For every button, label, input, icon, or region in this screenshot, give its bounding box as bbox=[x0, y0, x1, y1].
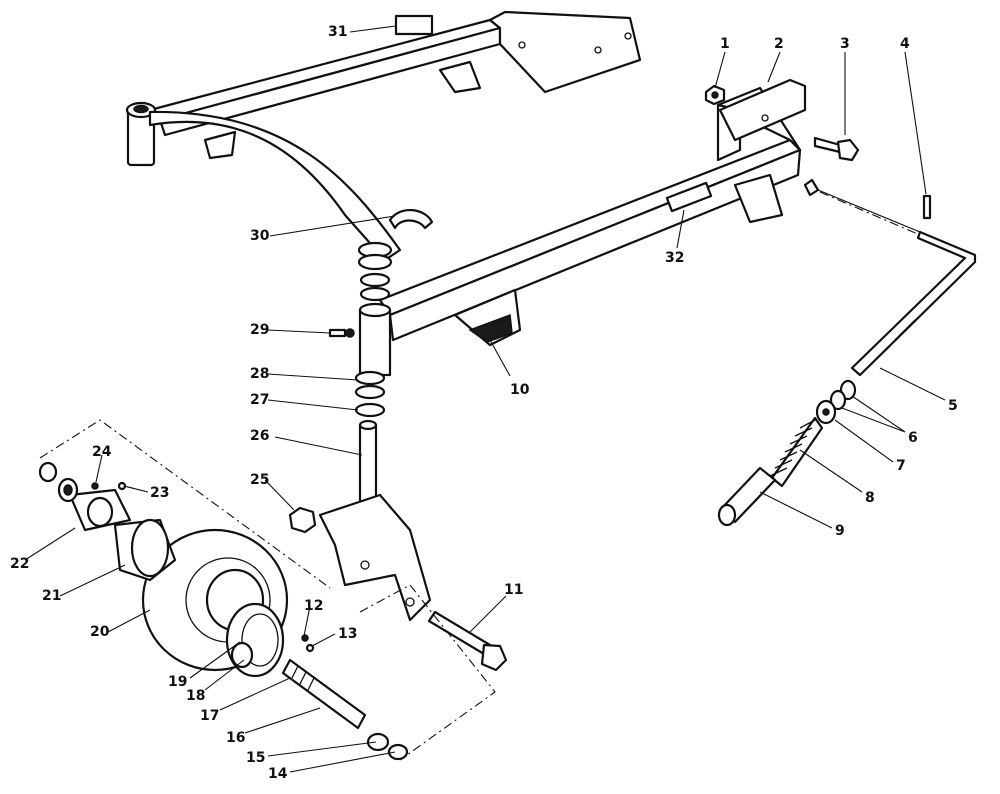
wheel-hub bbox=[113, 518, 177, 582]
callout-7: 7 bbox=[896, 458, 906, 474]
curved-arm bbox=[148, 110, 402, 262]
assembly-line-wheel bbox=[39, 419, 331, 589]
callout-21: 21 bbox=[42, 588, 61, 604]
callout-24: 24 bbox=[92, 444, 112, 460]
grease-zerk bbox=[328, 328, 355, 338]
callout-labels: 1 2 3 4 5 6 7 8 9 10 11 12 13 14 15 16 1… bbox=[10, 24, 958, 782]
callout-15: 15 bbox=[246, 750, 265, 766]
callout-2: 2 bbox=[774, 36, 784, 52]
callout-19: 19 bbox=[168, 674, 187, 690]
callout-12: 12 bbox=[304, 598, 323, 614]
bearing-flange bbox=[68, 488, 132, 532]
small-pin bbox=[301, 634, 315, 653]
callout-5: 5 bbox=[948, 398, 958, 414]
callout-10: 10 bbox=[510, 382, 530, 398]
callout-23: 23 bbox=[150, 485, 169, 501]
pivot-tube bbox=[125, 101, 157, 167]
assembly-line-axle bbox=[359, 584, 496, 761]
rear-frame-rail bbox=[148, 10, 642, 160]
callout-25: 25 bbox=[250, 472, 269, 488]
callout-9: 9 bbox=[835, 523, 845, 539]
callout-6: 6 bbox=[908, 430, 918, 446]
lock-nut bbox=[288, 506, 317, 534]
callout-30: 30 bbox=[250, 228, 270, 244]
bearing-cone bbox=[230, 641, 254, 669]
wheel-fork bbox=[318, 493, 432, 622]
mounting-bracket bbox=[718, 78, 807, 142]
grease-cap bbox=[388, 209, 434, 230]
callout-22: 22 bbox=[10, 556, 29, 572]
callout-16: 16 bbox=[226, 730, 245, 746]
dust-washer bbox=[38, 461, 58, 483]
assembly-line-rod bbox=[819, 191, 921, 236]
pivot-rod bbox=[803, 178, 977, 377]
callout-18: 18 bbox=[186, 688, 205, 704]
callout-29: 29 bbox=[250, 322, 269, 338]
bolt bbox=[813, 136, 860, 162]
callout-8: 8 bbox=[865, 490, 875, 506]
axle-hub bbox=[358, 302, 392, 377]
decal-31 bbox=[394, 14, 434, 36]
bearing-stack bbox=[354, 241, 393, 418]
callout-13: 13 bbox=[338, 626, 357, 642]
wheel-axle-shaft bbox=[281, 658, 367, 730]
leader-lines bbox=[24, 25, 946, 773]
callout-28: 28 bbox=[250, 366, 269, 382]
callout-31: 31 bbox=[328, 24, 347, 40]
axle-bolt bbox=[427, 610, 508, 672]
handle-grip bbox=[717, 466, 777, 527]
callout-11: 11 bbox=[504, 582, 523, 598]
front-cross-member bbox=[378, 86, 802, 347]
callout-14: 14 bbox=[268, 766, 288, 782]
callout-17: 17 bbox=[200, 708, 219, 724]
callout-4: 4 bbox=[900, 36, 910, 52]
compression-spring bbox=[769, 416, 824, 488]
callout-27: 27 bbox=[250, 392, 269, 408]
callout-32: 32 bbox=[665, 250, 684, 266]
grease-fitting-small bbox=[91, 481, 127, 491]
callout-20: 20 bbox=[90, 624, 110, 640]
thrust-washer bbox=[366, 732, 409, 761]
cotter-pin bbox=[922, 194, 932, 220]
seal bbox=[57, 477, 79, 503]
washers bbox=[815, 379, 857, 425]
hex-nut bbox=[704, 84, 726, 106]
callout-26: 26 bbox=[250, 428, 269, 444]
callout-3: 3 bbox=[840, 36, 850, 52]
callout-1: 1 bbox=[720, 36, 730, 52]
